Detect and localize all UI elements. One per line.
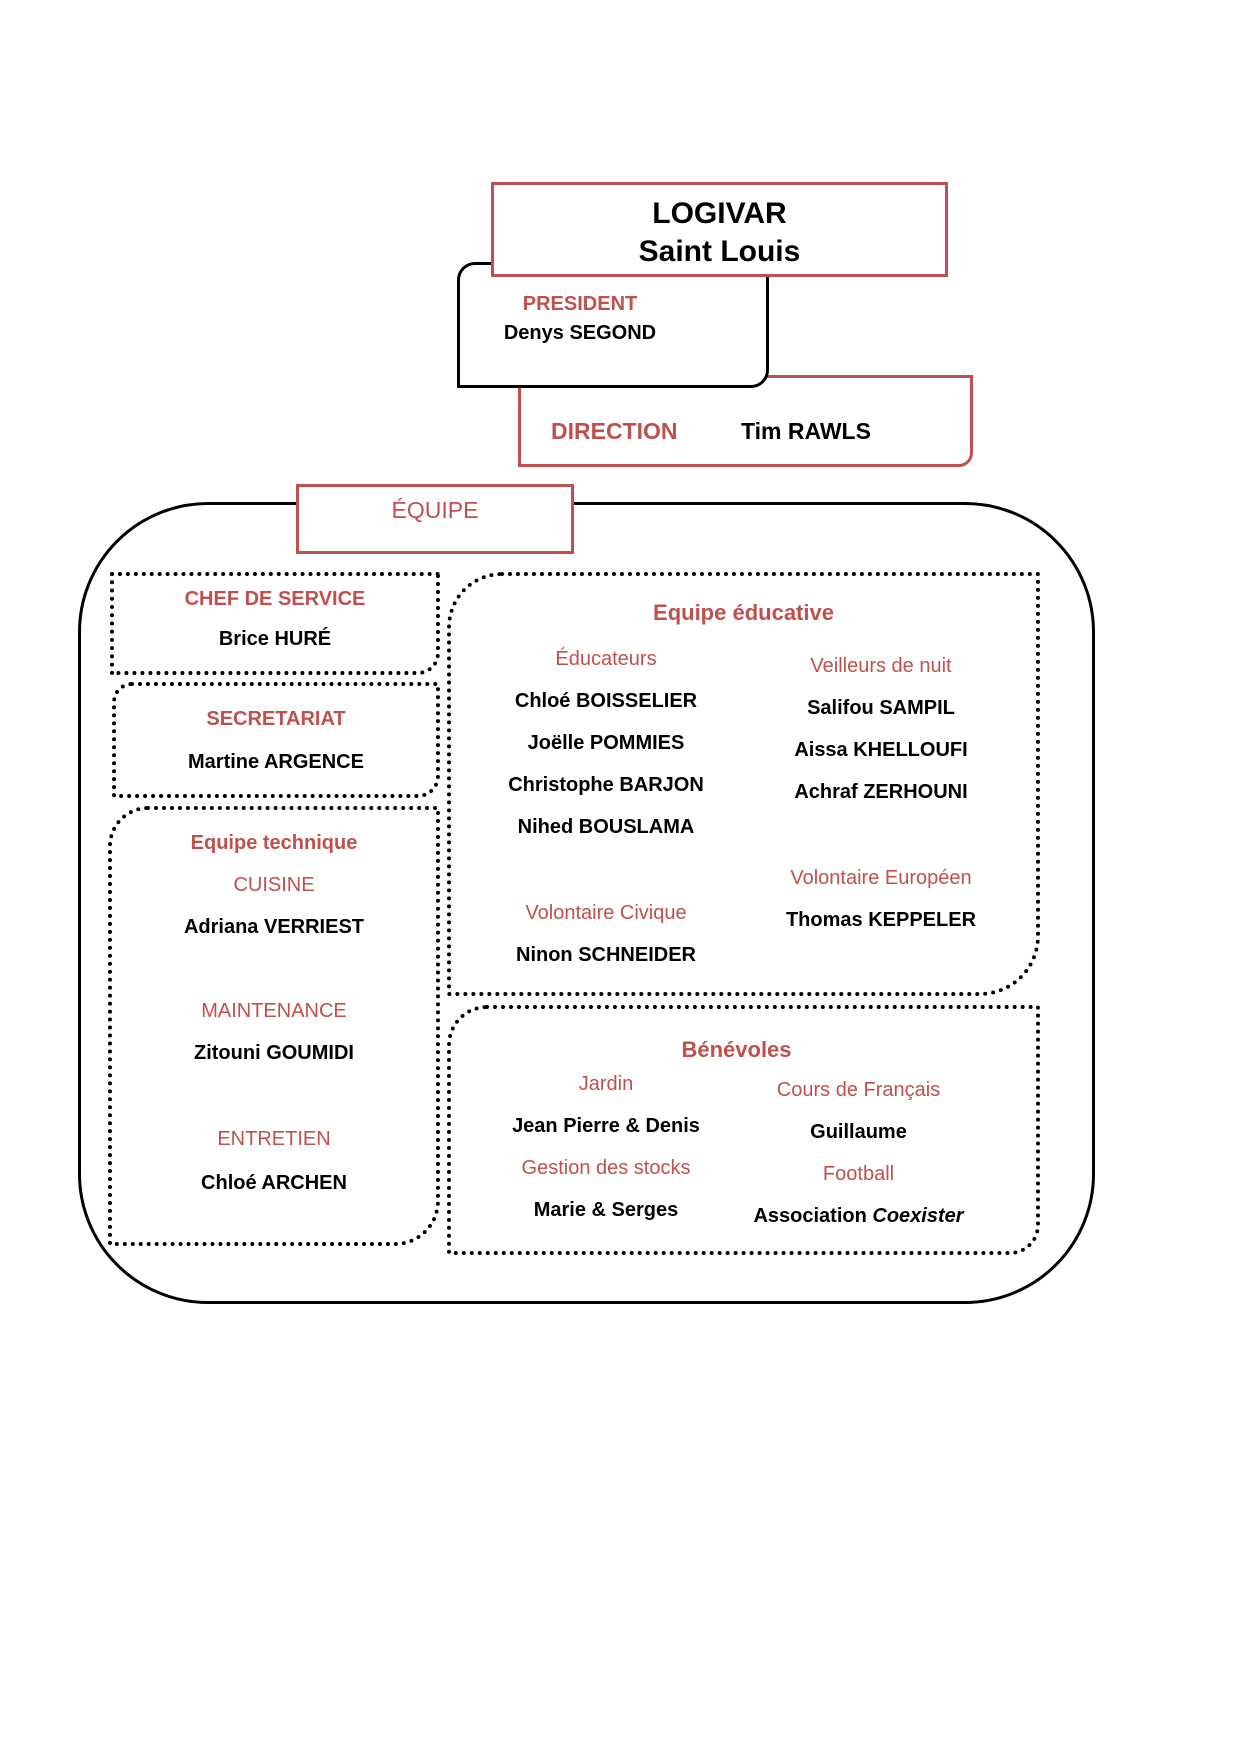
chef-de-service-box: CHEF DE SERVICE Brice HURÉ: [110, 572, 440, 675]
direction-box: DIRECTION Tim RAWLS: [518, 375, 973, 467]
francais-name: Guillaume: [810, 1121, 907, 1143]
jardin-name: Jean Pierre & Denis: [512, 1115, 700, 1137]
direction-name: Tim RAWLS: [741, 418, 871, 444]
benevoles-box: Bénévoles Jardin Jean Pierre & Denis Ges…: [447, 1005, 1040, 1255]
site-name: Saint Louis: [638, 235, 801, 268]
volontaire-civique-label: Volontaire Civique: [525, 902, 687, 924]
football-name: Association Coexister: [731, 1205, 986, 1228]
educateur-name: Chloé BOISSELIER: [514, 690, 698, 712]
educateur-name: Christophe BARJON: [508, 774, 704, 796]
benevoles-title: Bénévoles: [681, 1037, 792, 1062]
equipe-technique-box: Equipe technique CUISINE Adriana VERRIES…: [108, 806, 440, 1246]
educateur-name: Joëlle POMMIES: [527, 732, 685, 754]
francais-label: Cours de Français: [776, 1079, 941, 1101]
president-name: Denys SEGOND: [503, 322, 657, 344]
entretien-name: Chloé ARCHEN: [201, 1172, 347, 1194]
volontaire-europeen-name: Thomas KEPPELER: [785, 909, 977, 931]
stocks-label: Gestion des stocks: [521, 1157, 691, 1179]
educateur-name: Nihed BOUSLAMA: [517, 816, 695, 838]
secretariat-name: Martine ARGENCE: [188, 751, 364, 773]
veilleur-name: Aissa KHELLOUFI: [794, 739, 968, 761]
stocks-name: Marie & Serges: [533, 1199, 679, 1221]
football-name-italic: Coexister: [872, 1205, 964, 1227]
volontaire-europeen-label: Volontaire Européen: [790, 867, 972, 889]
president-box: PRESIDENT Denys SEGOND: [457, 262, 769, 388]
veilleur-name: Salifou SAMPIL: [807, 697, 955, 719]
volontaire-civique-name: Ninon SCHNEIDER: [516, 944, 696, 966]
veilleurs-label: Veilleurs de nuit: [810, 655, 952, 677]
cuisine-name: Adriana VERRIEST: [183, 916, 365, 938]
equipe-educative-box: Equipe éducative Éducateurs Chloé BOISSE…: [447, 572, 1040, 996]
educateurs-label: Éducateurs: [555, 648, 657, 670]
jardin-label: Jardin: [578, 1073, 634, 1095]
team-container: [78, 502, 1095, 1304]
equipe-educative-title: Equipe éducative: [653, 600, 834, 625]
veilleur-name: Achraf ZERHOUNI: [794, 781, 968, 803]
cuisine-label: CUISINE: [233, 874, 315, 896]
chef-de-service-name: Brice HURÉ: [218, 628, 332, 650]
football-name-prefix: Association: [753, 1205, 867, 1227]
chef-de-service-label: CHEF DE SERVICE: [184, 588, 366, 610]
maintenance-label: MAINTENANCE: [201, 1000, 347, 1022]
secretariat-label: SECRETARIAT: [206, 708, 346, 730]
maintenance-name: Zitouni GOUMIDI: [194, 1042, 354, 1064]
entretien-label: ENTRETIEN: [217, 1128, 331, 1150]
president-label: PRESIDENT: [522, 293, 638, 315]
equipe-technique-title: Equipe technique: [190, 832, 358, 854]
org-title-box: LOGIVAR Saint Louis: [491, 182, 948, 277]
direction-label: DIRECTION: [551, 418, 678, 444]
football-label: Football: [822, 1163, 895, 1185]
org-name: LOGIVAR: [652, 197, 787, 230]
secretariat-box: SECRETARIAT Martine ARGENCE: [112, 682, 440, 798]
team-label: ÉQUIPE: [391, 497, 479, 523]
team-label-box: ÉQUIPE: [296, 484, 574, 554]
